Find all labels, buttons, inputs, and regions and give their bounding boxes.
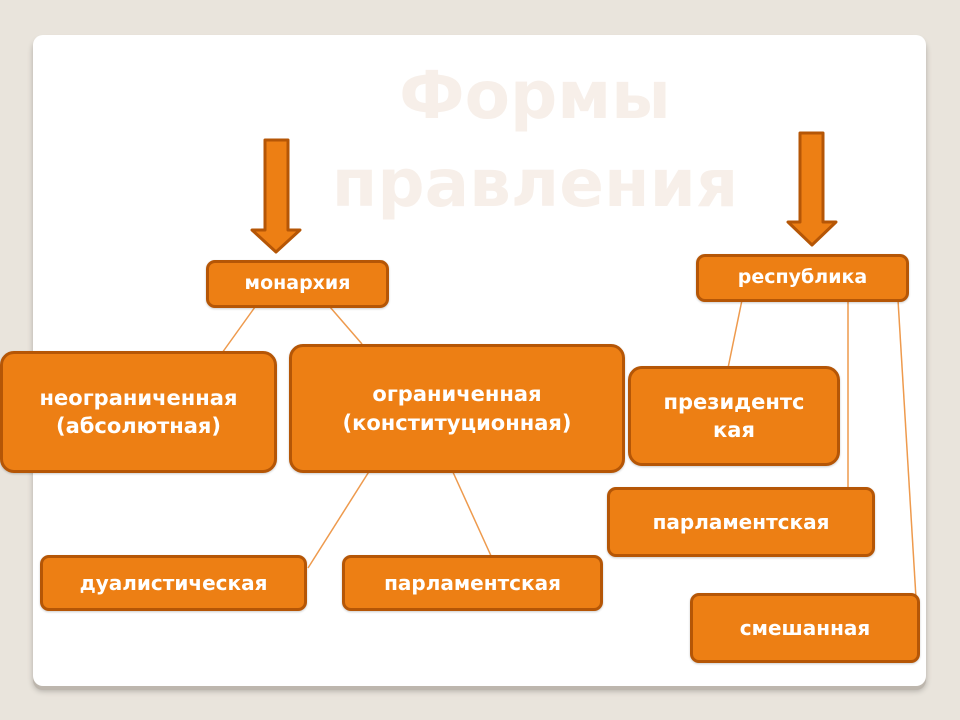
node-parliamentary-monarchy: парламентская: [342, 555, 603, 611]
node-mixed-label: смешанная: [739, 615, 871, 640]
node-republic-label: республика: [737, 266, 868, 289]
node-dualistic: дуалистическая: [40, 555, 307, 611]
arrow-down-right-icon: [786, 131, 838, 247]
node-limited-label: ограниченная (конституционная): [342, 382, 572, 435]
link-republic-presidential: [727, 299, 743, 369]
node-republic: республика: [696, 254, 909, 302]
node-mixed: смешанная: [690, 593, 920, 663]
diagram-title: Формы правления: [331, 57, 739, 222]
node-presidential: президентс кая: [628, 366, 840, 466]
link-monarchy-unlimited: [221, 306, 256, 354]
node-parliamentary-republic-label: парламентская: [652, 509, 830, 534]
node-monarchy-label: монархия: [244, 272, 351, 295]
node-dualistic-label: дуалистическая: [79, 570, 268, 595]
link-republic-mixed: [897, 299, 917, 599]
arrow-down-left-icon: [250, 138, 302, 254]
node-unlimited: неограниченная (абсолютная): [0, 351, 277, 473]
link-limited-parliamentary: [451, 469, 493, 559]
node-limited: ограниченная (конституционная): [289, 344, 625, 473]
node-monarchy: монархия: [206, 260, 389, 308]
node-parliamentary-republic: парламентская: [607, 487, 875, 557]
link-monarchy-limited: [329, 306, 363, 345]
node-presidential-label: президентс кая: [663, 389, 805, 442]
link-limited-dualistic: [307, 469, 371, 569]
node-parliamentary-monarchy-label: парламентская: [384, 570, 561, 595]
node-unlimited-label: неограниченная (абсолютная): [39, 385, 238, 438]
